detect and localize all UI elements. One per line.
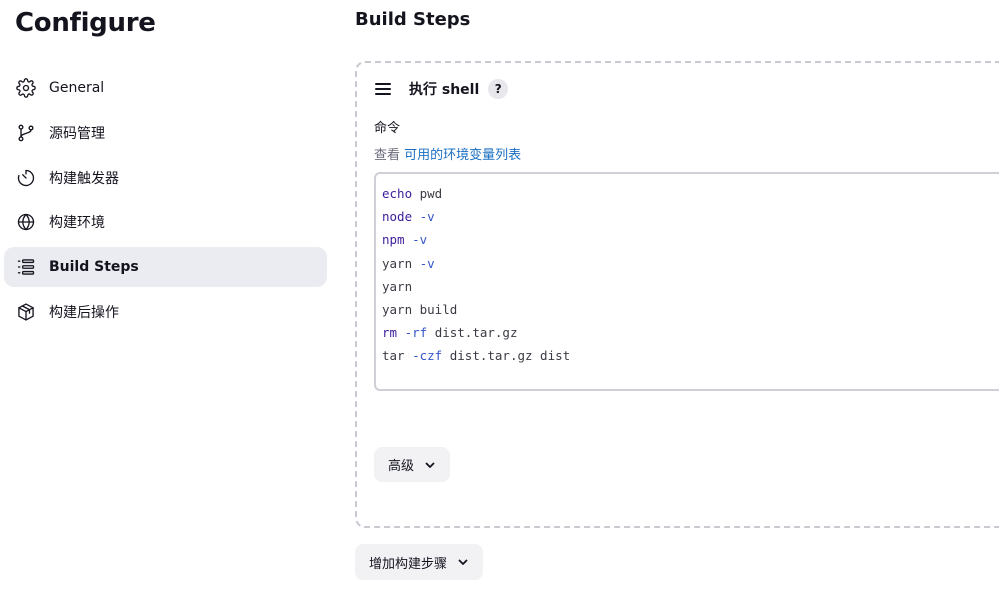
sidebar-item-source-control[interactable]: 源码管理 — [4, 113, 327, 153]
code-line: yarn -v — [382, 252, 999, 275]
env-vars-prefix: 查看 — [374, 148, 401, 163]
code-line: echo pwd — [382, 182, 999, 205]
code-token: rm — [382, 325, 398, 341]
code-line: node -v — [382, 205, 999, 228]
sidebar: General 源码管理 构建触发器 构建环境 Build Steps 构建后操… — [4, 68, 327, 337]
page-title: Configure — [15, 8, 156, 38]
sidebar-item-build-environment[interactable]: 构建环境 — [4, 202, 327, 242]
list-icon — [16, 257, 36, 277]
code-line: npm -v — [382, 228, 999, 251]
sidebar-item-label: 构建环境 — [49, 215, 105, 232]
chevron-down-icon — [424, 459, 436, 471]
sidebar-item-label: Build Steps — [49, 259, 139, 276]
sidebar-item-build-steps[interactable]: Build Steps — [4, 247, 327, 288]
code-token: yarn — [382, 278, 413, 294]
code-token: dist.tar.gz dist — [442, 348, 571, 364]
sidebar-item-label: General — [49, 80, 105, 96]
code-token: -czf — [404, 348, 443, 364]
env-vars-hint: 查看 可用的环境变量列表 — [374, 144, 521, 163]
globe-icon — [16, 212, 36, 232]
code-token: -v — [412, 255, 435, 271]
chevron-down-icon — [457, 556, 469, 568]
sidebar-item-post-build[interactable]: 构建后操作 — [4, 292, 327, 332]
help-button[interactable]: ? — [488, 79, 509, 99]
code-token: yarn build — [382, 301, 458, 317]
sidebar-item-general[interactable]: General — [4, 68, 327, 108]
sidebar-item-build-triggers[interactable]: 构建触发器 — [4, 158, 327, 198]
code-token: yarn — [382, 255, 413, 271]
code-line: yarn build — [382, 298, 999, 321]
env-vars-link[interactable]: 可用的环境变量列表 — [404, 148, 522, 163]
git-branch-icon — [16, 123, 36, 143]
step-name: 执行 shell — [409, 82, 480, 98]
section-title: Build Steps — [355, 9, 471, 30]
gear-icon — [16, 78, 36, 98]
command-label: 命令 — [374, 121, 401, 136]
code-token: pwd — [412, 186, 443, 201]
package-icon — [16, 302, 36, 322]
code-line: rm -rf dist.tar.gz — [382, 321, 999, 344]
code-token: node — [382, 209, 413, 225]
advanced-button[interactable]: 高级 — [374, 447, 451, 482]
code-token: npm — [382, 232, 405, 248]
code-token: tar — [382, 348, 405, 364]
code-token: dist.tar.gz — [427, 325, 518, 341]
advanced-label: 高级 — [388, 459, 415, 474]
code-token: -v — [404, 232, 428, 248]
add-build-step-label: 增加构建步骤 — [369, 556, 448, 572]
add-build-step-button[interactable]: 增加构建步骤 — [355, 544, 484, 580]
code-line: tar -czf dist.tar.gz dist — [382, 344, 999, 367]
sidebar-item-label: 构建后操作 — [49, 304, 119, 321]
step-header: 执行 shell ? — [375, 79, 509, 99]
timer-icon — [16, 168, 36, 188]
code-token: -rf — [397, 325, 428, 341]
code-token: -v — [412, 209, 435, 225]
code-line: yarn — [382, 275, 999, 298]
sidebar-item-label: 构建触发器 — [49, 170, 119, 187]
sidebar-item-label: 源码管理 — [49, 125, 105, 142]
drag-handle-icon[interactable] — [375, 83, 391, 95]
code-token: echo — [382, 186, 413, 201]
